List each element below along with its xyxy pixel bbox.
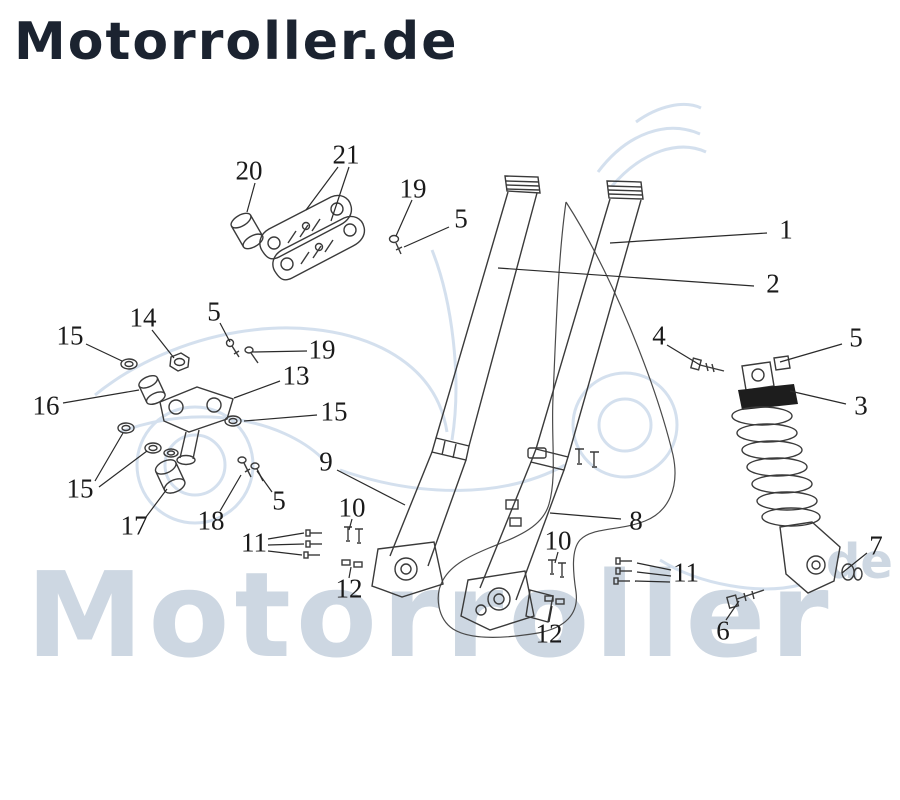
washer-7 xyxy=(841,563,863,581)
fender-outline xyxy=(437,201,676,638)
nut-5-right xyxy=(773,355,791,371)
leader-line xyxy=(151,329,175,359)
leader-line xyxy=(85,343,123,362)
leader-line xyxy=(267,543,305,546)
shock-absorber xyxy=(689,355,863,609)
leader-line xyxy=(267,550,303,556)
leader-line xyxy=(554,551,559,564)
leader-line xyxy=(62,389,140,404)
fork-tube-left xyxy=(371,175,541,598)
spacer-20 xyxy=(230,212,264,250)
leader-line xyxy=(634,580,671,583)
leader-line xyxy=(305,166,339,211)
leader-line xyxy=(267,532,305,540)
leader-line xyxy=(725,600,740,621)
fork-tube-right xyxy=(460,180,644,631)
bolts-11-left xyxy=(303,529,322,559)
leader-line xyxy=(789,390,847,405)
leader-line xyxy=(609,232,768,244)
leader-line xyxy=(636,562,672,571)
leader-line xyxy=(841,552,868,574)
leader-line xyxy=(256,470,273,493)
bolts-11-right xyxy=(613,557,632,585)
leader-line xyxy=(251,350,308,353)
leader-lines xyxy=(62,166,868,623)
bolt-6 xyxy=(726,589,765,609)
steering-stem-assembly xyxy=(117,234,403,494)
bolt-4 xyxy=(689,357,725,373)
leader-line xyxy=(246,182,256,213)
leader-line xyxy=(330,166,350,222)
leader-line xyxy=(636,571,672,577)
small-hardware xyxy=(303,448,632,605)
washers-15 xyxy=(117,358,242,458)
leader-line xyxy=(348,566,352,579)
small-screws xyxy=(225,234,403,482)
scooter-watermark xyxy=(94,103,801,591)
leader-line xyxy=(395,199,413,237)
leader-line xyxy=(219,474,242,512)
leader-line xyxy=(94,432,124,482)
site-logo: Motorroller.de xyxy=(14,12,459,72)
leader-line xyxy=(233,380,281,399)
leader-line xyxy=(779,343,843,363)
leader-line xyxy=(548,605,553,623)
leader-line xyxy=(98,450,148,488)
leader-line xyxy=(549,512,622,520)
leader-line xyxy=(336,469,406,506)
leader-line xyxy=(243,414,318,422)
leader-line xyxy=(219,322,231,343)
leader-line xyxy=(403,226,450,248)
clamp-plates xyxy=(259,194,366,281)
leader-line xyxy=(348,518,353,531)
leader-line xyxy=(666,344,701,366)
leader-line xyxy=(145,488,168,518)
leader-line xyxy=(497,267,755,287)
